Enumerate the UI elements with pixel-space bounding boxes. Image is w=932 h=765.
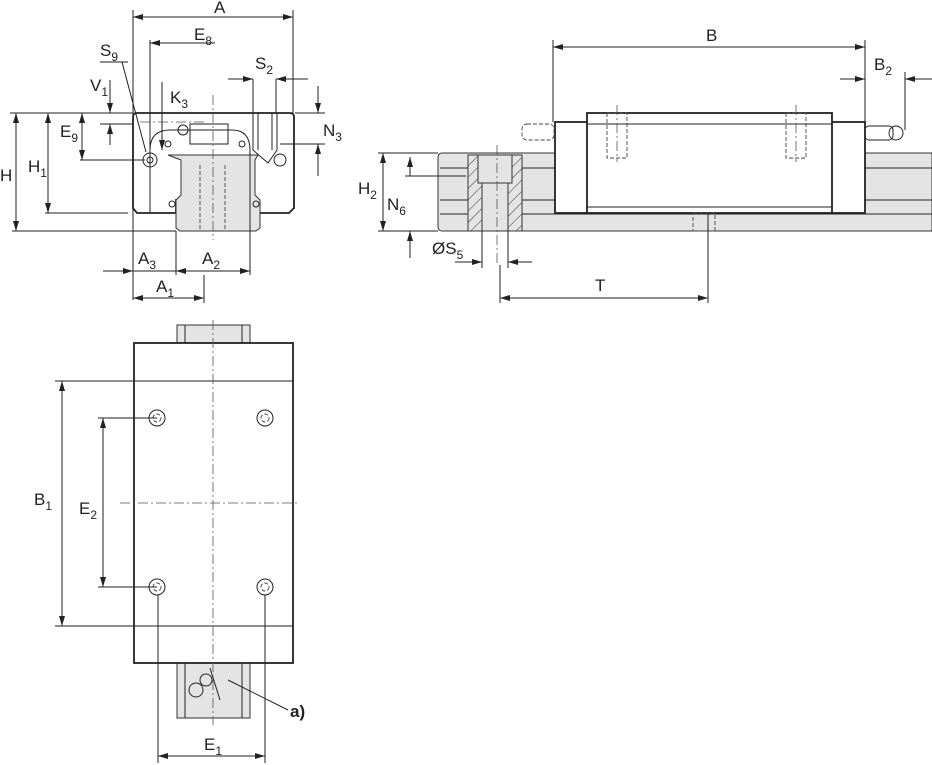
label-H2: H2	[358, 179, 377, 202]
label-K3: K3	[170, 88, 188, 111]
label-B: B	[706, 26, 717, 45]
dimension-labels: A E8 S9 V1 K3 S2 N3 E9 H H1 A3 A2 A1 B B…	[0, 0, 892, 758]
label-A3: A3	[138, 249, 156, 272]
top-dimensions	[55, 380, 266, 763]
label-A1: A1	[156, 277, 174, 300]
label-E9: E9	[60, 122, 78, 145]
label-A2: A2	[202, 249, 220, 272]
lube-port-icon	[142, 124, 287, 168]
label-A: A	[214, 0, 226, 17]
label-N3: N3	[323, 121, 342, 144]
label-H: H	[0, 166, 12, 185]
side-dimensions	[378, 40, 932, 303]
label-E1: E1	[204, 735, 222, 758]
label-a: a)	[290, 702, 305, 721]
side-view	[437, 105, 932, 265]
label-E2: E2	[79, 499, 97, 522]
label-N6: N6	[387, 195, 406, 218]
label-V1: V1	[90, 76, 108, 99]
grease-nipple-icon	[188, 667, 221, 701]
label-T: T	[595, 276, 605, 295]
label-E8: E8	[194, 25, 212, 48]
front-view	[132, 95, 295, 240]
label-B1: B1	[34, 490, 52, 513]
label-S9: S9	[100, 41, 118, 64]
grease-nipple-icon	[521, 123, 904, 141]
label-H1: H1	[28, 157, 47, 180]
label-B2: B2	[874, 55, 892, 78]
front-dimensions	[10, 10, 325, 303]
label-S5: ØS5	[432, 239, 464, 262]
top-view	[120, 320, 300, 725]
label-S2: S2	[255, 54, 273, 77]
